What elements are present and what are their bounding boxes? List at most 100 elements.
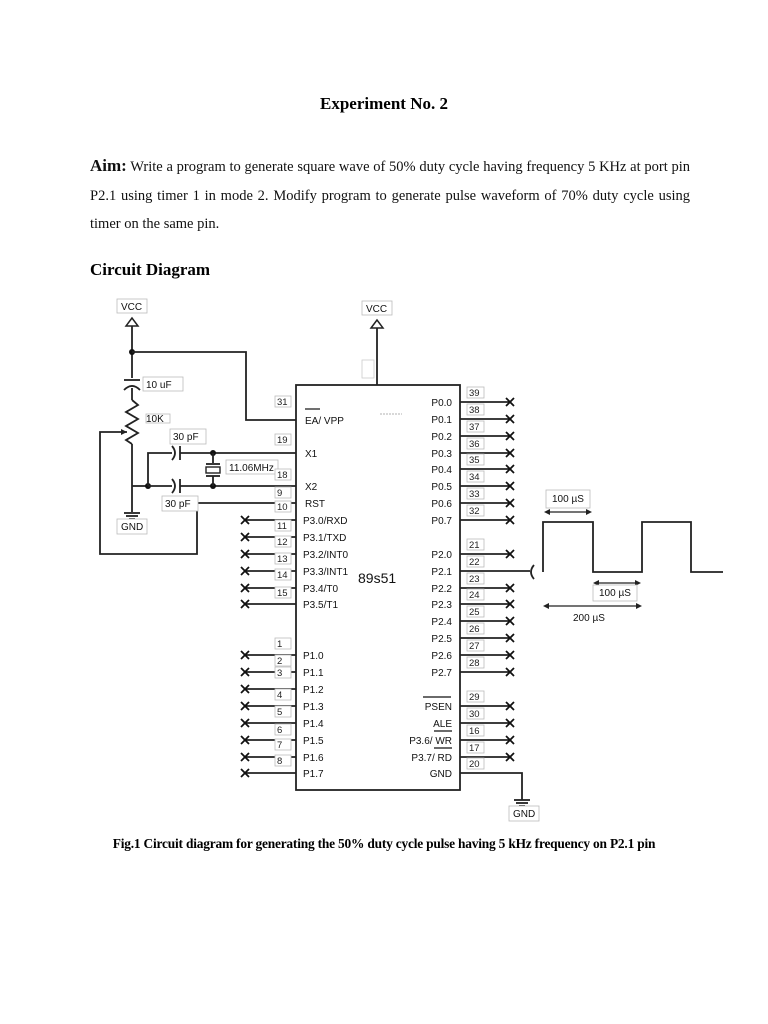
- pin-number: 19: [277, 435, 288, 446]
- pin-label: EA/ VPP: [305, 416, 344, 427]
- pin-label: P2.1: [431, 567, 452, 578]
- gnd-left-label-box: [116, 518, 148, 535]
- pin-number: 35: [469, 455, 480, 466]
- vcc-top-arrow-icon: [369, 318, 385, 329]
- pin-number-box: [466, 656, 485, 669]
- no-connect-x-icon: [505, 549, 515, 559]
- no-connect-x-icon: [505, 414, 515, 424]
- pin-label: ALE: [433, 719, 452, 730]
- pin-number-box: [466, 555, 485, 568]
- pin-number-box: [274, 552, 292, 565]
- arrow-head-icon: [586, 509, 592, 515]
- pin-label: P3.0/RXD: [303, 516, 347, 527]
- cap-bottom-label-box: [161, 495, 199, 512]
- high-time-label-box: [545, 489, 591, 509]
- pin-number: 38: [469, 405, 480, 416]
- cap-30pf-bottom-label: 30 pF: [165, 499, 191, 510]
- no-connect-x-icon: [240, 718, 250, 728]
- no-connect-x-icon: [240, 701, 250, 711]
- pin-number-box: [466, 572, 485, 585]
- chip-89s51-body: [295, 384, 461, 791]
- pin-number-box: [466, 538, 485, 551]
- wire: [147, 452, 172, 486]
- chip-pin-left: 7P1.6: [240, 738, 324, 764]
- pin-number: 17: [469, 743, 480, 754]
- pin-label: P1.0: [303, 651, 324, 662]
- pin-number: 3: [277, 668, 282, 679]
- no-connect-x-icon: [505, 735, 515, 745]
- pin-label: P3.4/T0: [303, 584, 338, 595]
- pin-label: P1.4: [303, 719, 324, 730]
- crystal-label-box: [225, 459, 279, 475]
- pin-number: 15: [277, 588, 288, 599]
- pin-label: P3.1/TXD: [303, 533, 346, 544]
- pin-number-box: [466, 504, 485, 517]
- pin-number: 14: [277, 570, 288, 581]
- no-connect-x-icon: [240, 735, 250, 745]
- pin-label: GND: [430, 769, 452, 780]
- pin-number-box: [466, 403, 485, 416]
- pin-number-box: [466, 470, 485, 483]
- pin-label: P3.3/INT1: [303, 567, 348, 578]
- pin-number: 30: [469, 709, 480, 720]
- pin-label: P2.5: [431, 634, 452, 645]
- pin-label: P3.5/T1: [303, 600, 338, 611]
- pin-label: P2.0: [431, 550, 452, 561]
- pin-number: 33: [469, 489, 480, 500]
- pin-number-box: [466, 757, 485, 770]
- pin-number: 5: [277, 707, 282, 718]
- pin-number: 27: [469, 641, 480, 652]
- pin-number: 9: [277, 488, 282, 499]
- pin-number-box: [466, 588, 485, 601]
- pin-number: 26: [469, 624, 480, 635]
- pin-number-box: [274, 433, 292, 446]
- vcc-top-label: VCC: [366, 304, 387, 315]
- pin-number: 11: [277, 521, 287, 532]
- pin-label: P2.3: [431, 600, 452, 611]
- pin-number: 37: [469, 422, 480, 433]
- pin-label: P0.1: [431, 415, 452, 426]
- pin-number: 28: [469, 658, 480, 669]
- pin-number-box: [274, 500, 292, 513]
- gnd-left-label: GND: [121, 522, 143, 533]
- pin-number-box: [466, 707, 485, 720]
- experiment-title: Experiment No. 2: [320, 94, 448, 113]
- pin-number: 2: [277, 656, 282, 667]
- pin-label: P2.2: [431, 584, 452, 595]
- pin-number: 29: [469, 692, 480, 703]
- no-connect-x-icon: [240, 768, 250, 778]
- chip-pin-left: 5P1.4: [240, 705, 324, 730]
- cap-30pf-top-icon: [171, 445, 176, 461]
- no-connect-x-icon: [240, 752, 250, 762]
- pin-label: P1.1: [303, 668, 324, 679]
- pin-number-box: [466, 420, 485, 433]
- pin-label: P0.2: [431, 432, 452, 443]
- pin-label: P3.2/INT0: [303, 550, 348, 561]
- pin-number: 21: [469, 540, 480, 551]
- cap-30pf-top-label: 30 pF: [173, 432, 199, 443]
- pin-label: P3.7/ RD: [411, 753, 452, 764]
- no-connect-x-icon: [505, 481, 515, 491]
- no-connect-x-icon: [505, 448, 515, 458]
- pin-label: PSEN: [425, 702, 452, 713]
- high-time-label: 100 µS: [552, 494, 584, 505]
- vcc-left-label: VCC: [121, 302, 142, 313]
- low-time-label-box: [592, 584, 638, 602]
- crystal-icon: [205, 466, 221, 474]
- pin-label: P0.3: [431, 449, 452, 460]
- pin-number: 18: [277, 470, 288, 481]
